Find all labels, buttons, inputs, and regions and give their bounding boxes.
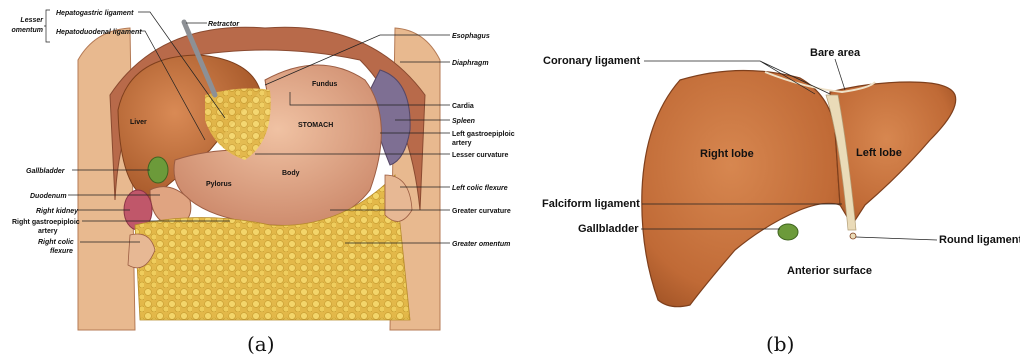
label-bare-area: Bare area [810, 47, 861, 59]
leader-round-ligament [856, 237, 937, 240]
label-lesser-curvature: Lesser curvature [452, 152, 509, 159]
label-left-lobe: Left lobe [856, 147, 902, 159]
label-right-kidney: Right kidney [36, 208, 79, 215]
panel-a-abdominal-viscera: Lesser omentum Hepatogastric ligament He… [0, 0, 515, 362]
label-esophagus: Esophagus [452, 33, 490, 40]
label-greater-curvature: Greater curvature [452, 208, 511, 215]
label-coronary-ligament: Coronary ligament [543, 55, 641, 67]
label-duodenum: Duodenum [30, 193, 67, 200]
label-right-colic-1: Right colic [38, 239, 74, 246]
caption-b: (b) [766, 332, 794, 356]
label-diaphragm: Diaphragm [452, 60, 489, 67]
label-cardia: Cardia [452, 103, 474, 110]
label-left-colic-flexure: Left colic flexure [452, 185, 508, 192]
label-spleen: Spleen [452, 118, 475, 125]
label-gallbladder: Gallbladder [26, 168, 66, 175]
label-falciform-ligament: Falciform ligament [542, 198, 640, 210]
label-liver: Liver [130, 119, 147, 126]
label-anterior-surface: Anterior surface [787, 265, 872, 277]
gallbladder-b [778, 224, 798, 240]
lesser-omentum-label-1: Lesser [20, 17, 44, 24]
label-right-colic-2: flexure [50, 248, 73, 255]
label-pylorus: Pylorus [206, 181, 232, 188]
round-ligament [850, 233, 856, 239]
label-body: Body [282, 170, 300, 177]
abdomen-illustration: Lesser omentum Hepatogastric ligament He… [0, 0, 515, 330]
label-greater-omentum: Greater omentum [452, 241, 510, 248]
label-fundus: Fundus [312, 81, 337, 88]
label-gallbladder-b: Gallbladder [578, 223, 639, 235]
body-wall-left [78, 28, 135, 330]
lesser-omentum-label-2: omentum [12, 27, 44, 34]
leader-bare-area [835, 59, 845, 90]
label-left-gastroepiploic-1: Left gastroepiploic [452, 131, 515, 138]
label-round-ligament: Round ligament [939, 234, 1020, 246]
label-right-gastroepiploic-2: artery [38, 228, 58, 235]
label-hepatoduodenal-ligament: Hepatoduodenal ligament [56, 29, 142, 36]
lesser-omentum-bracket [44, 10, 50, 42]
label-right-gastroepiploic-1: Right gastroepiploic [12, 219, 80, 226]
label-hepatogastric-ligament: Hepatogastric ligament [56, 10, 134, 17]
panel-b-liver-anterior: Coronary ligament Bare area Right lobe L… [530, 0, 1020, 362]
label-right-lobe: Right lobe [700, 148, 754, 160]
label-left-gastroepiploic-2: artery [452, 140, 472, 147]
label-retractor: Retractor [208, 21, 240, 28]
liver-illustration: Coronary ligament Bare area Right lobe L… [530, 0, 1020, 330]
gallbladder [148, 157, 168, 183]
label-stomach: STOMACH [298, 122, 333, 129]
caption-a: (a) [247, 332, 275, 356]
